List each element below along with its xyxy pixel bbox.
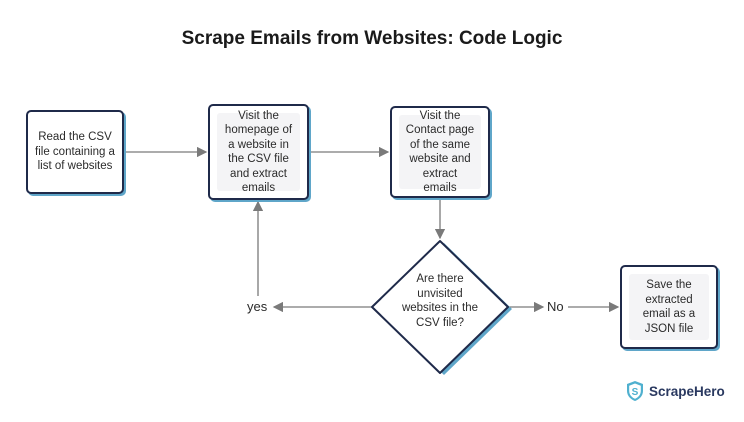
node-visit-homepage-label: Visit the homepage of a website in the C… <box>217 110 300 194</box>
decision-diamond <box>371 240 512 375</box>
node-visit-contact-label: Visit the Contact page of the same websi… <box>399 110 481 194</box>
no-label: No <box>547 299 564 314</box>
decision-label: Are there unvisited websites in the CSV … <box>401 273 479 329</box>
brand-name: ScrapeHero <box>649 383 725 399</box>
node-visit-homepage: Visit the homepage of a website in the C… <box>208 104 309 200</box>
diagram-title: Scrape Emails from Websites: Code Logic <box>181 28 563 49</box>
node-read-csv: Read the CSV file containing a list of w… <box>26 110 124 194</box>
svg-text:S: S <box>632 387 639 398</box>
yes-label: yes <box>247 299 268 314</box>
shield-icon: S <box>627 381 643 401</box>
node-visit-contact: Visit the Contact page of the same websi… <box>390 106 490 198</box>
node-save-json: Save the extracted email as a JSON file <box>620 265 718 349</box>
node-read-csv-label: Read the CSV file containing a list of w… <box>35 131 115 173</box>
node-save-json-label: Save the extracted email as a JSON file <box>629 274 709 340</box>
scrapehero-logo: S ScrapeHero <box>625 380 725 402</box>
